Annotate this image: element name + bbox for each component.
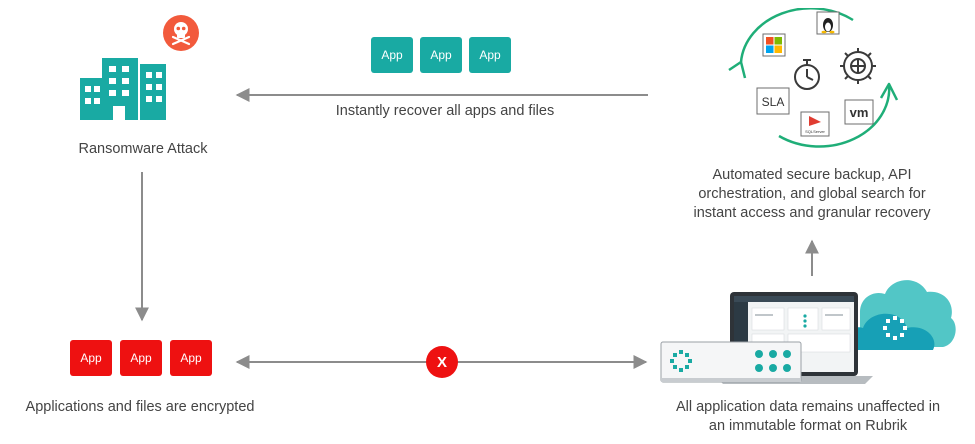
skull-crossbones-icon (163, 15, 199, 51)
backup-caption: Automated secure backup, API orchestrati… (662, 166, 962, 223)
linux-icon (816, 11, 840, 35)
encrypted-app-tile: App (170, 340, 212, 376)
encrypted-label: Applications and files are encrypted (25, 399, 255, 415)
sqlserver-label: SQLServer (805, 129, 825, 134)
backup-caption-line: instant access and granular recovery (693, 205, 931, 221)
recovered-app-tile: App (469, 37, 511, 73)
windows-icon (762, 33, 786, 57)
rubrik-caption-line: All application data remains unaffected … (675, 399, 941, 415)
encrypted-app-tile: App (70, 340, 112, 376)
gear-icon (840, 48, 876, 84)
blocked-x-icon: X (426, 346, 458, 378)
office-buildings-icon (80, 58, 166, 120)
sla-icon (756, 87, 790, 115)
backup-caption-line: Automated secure backup, API (712, 167, 912, 183)
encrypted-app-tile: App (120, 340, 162, 376)
cloud-icon (844, 280, 956, 350)
rubrik-platform-graphic (660, 280, 956, 384)
recovered-app-tile: App (420, 37, 462, 73)
recover-label: Instantly recover all apps and files (335, 103, 555, 119)
rubrik-caption: All application data remains unaffected … (648, 398, 968, 436)
ransomware-attack-label: Ransomware Attack (78, 141, 208, 157)
rubrik-caption-line: an immutable format on Rubrik (708, 418, 908, 434)
backup-caption-line: orchestration, and global search for (698, 186, 926, 202)
vmware-icon (844, 99, 874, 125)
sla-label: SLA (762, 95, 785, 109)
stopwatch-icon (794, 59, 820, 90)
recovered-app-tile: App (371, 37, 413, 73)
vm-label: vm (850, 105, 869, 120)
rubrik-appliance-icon (660, 341, 802, 383)
backup-cycle-graphic: SLA vm SQLServer (728, 8, 899, 148)
